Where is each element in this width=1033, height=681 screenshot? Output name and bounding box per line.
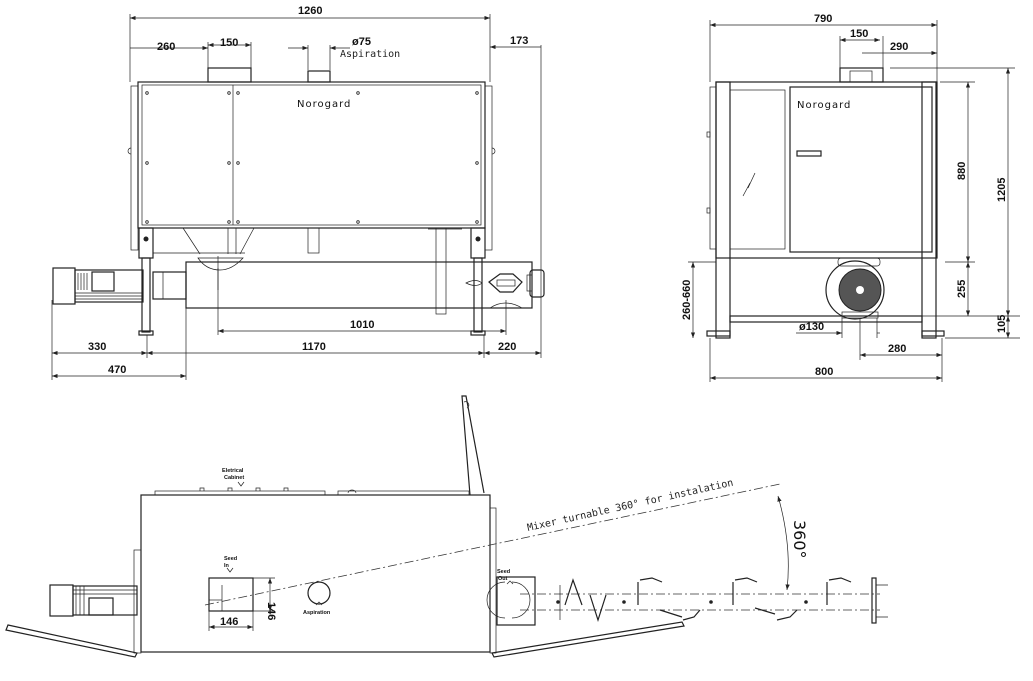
- dim-inlet-height: 146: [265, 602, 277, 620]
- side-view: 790 150 290 880 1205 255 105 260-660 ø13…: [681, 13, 1020, 382]
- dim-fan-height: 255: [956, 280, 968, 298]
- aspiration-label: Aspiration: [340, 49, 400, 60]
- dim-right-overhang: 173: [510, 35, 528, 47]
- machine-body: Norogard: [52, 67, 545, 336]
- dimension-lines: [688, 20, 1020, 382]
- dim-leg-height-range: 260-660: [681, 280, 693, 320]
- dim-inlet-width: 150: [220, 37, 238, 49]
- dim-overall-width: 790: [814, 13, 832, 25]
- dim-cabinet-height: 880: [956, 162, 968, 180]
- dim-motor-to-tube: 470: [108, 364, 126, 376]
- rotation-angle-label: 360°: [790, 520, 809, 559]
- top-view: Eletrical Cabinet Seed In Seed Out Aspir…: [5, 395, 888, 658]
- dim-base-width: 800: [815, 366, 833, 378]
- dim-right-end: 220: [498, 341, 516, 353]
- electrical-cabinet-label-2: Cabinet: [224, 475, 244, 481]
- brand-label: Norogard: [297, 99, 351, 110]
- electric-symbol-icon: [742, 172, 756, 197]
- dim-inlet-offset: 290: [890, 41, 908, 53]
- dim-overall-width: 1260: [298, 5, 322, 17]
- fan-housing: [825, 260, 885, 320]
- dim-leg-span: 1170: [302, 341, 326, 353]
- machine-body-side: Norogard: [706, 67, 945, 339]
- dim-outlet-diameter: ø130: [799, 321, 824, 333]
- dimension-lines: [51, 14, 542, 380]
- dim-motor-offset: 330: [88, 341, 106, 353]
- aspiration-label-top: Aspiration: [303, 610, 331, 616]
- electrical-cabinet-label-1: Eletrical: [222, 468, 244, 474]
- seed-in-label-1: Seed: [224, 556, 237, 562]
- front-view: 1260 260 150 ø75 Aspiration 173 1010 330…: [51, 5, 545, 380]
- seed-out-label-2: Out: [498, 576, 508, 582]
- seed-out-label-1: Seed: [497, 569, 510, 575]
- seed-in-label-2: In: [224, 563, 230, 569]
- dim-inlet-width-top: 146: [220, 616, 238, 628]
- mixer-rotation-note: Mixer turnable 360° for instalation: [526, 478, 734, 534]
- dim-total-height: 1205: [996, 178, 1008, 202]
- dim-outlet-offset: 280: [888, 343, 906, 355]
- dim-aspiration-diameter: ø75: [352, 36, 371, 48]
- dim-left-offset: 260: [157, 41, 175, 53]
- dim-mixer-length: 1010: [350, 319, 374, 331]
- dim-inlet-width: 150: [850, 28, 868, 40]
- dim-base-height: 105: [996, 315, 1008, 333]
- brand-label-side: Norogard: [797, 100, 851, 111]
- machine-body-top: [5, 395, 888, 658]
